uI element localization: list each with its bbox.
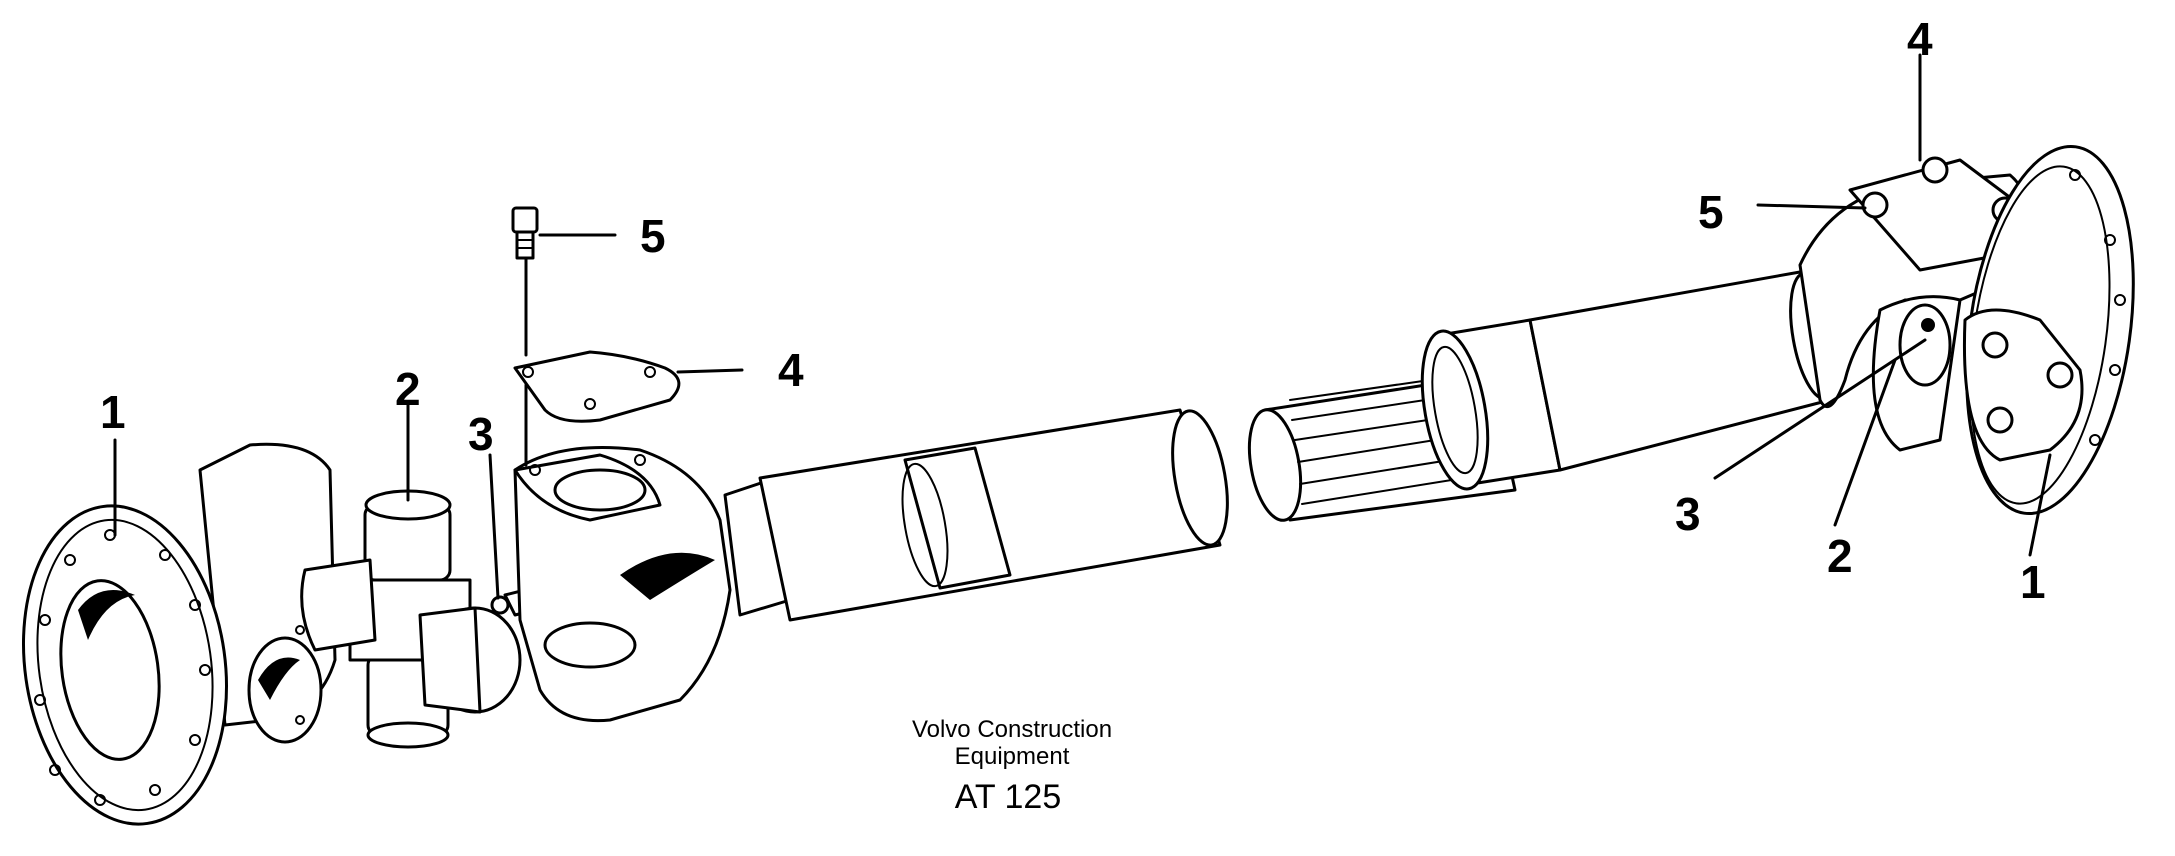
caption-company-line1: Volvo Construction	[912, 716, 1112, 743]
callout-3-right: 3	[1675, 488, 1701, 540]
left-slip-yoke	[513, 446, 792, 723]
leader-lines	[113, 53, 2052, 600]
right-flange-yoke	[1798, 144, 2135, 516]
callout-1-left: 1	[100, 386, 126, 438]
left-shaft-tube	[758, 408, 1229, 622]
left-flange-yoke	[22, 442, 337, 826]
callout-2-right: 2	[1827, 530, 1853, 582]
left-bolt	[511, 206, 539, 357]
callout-2-left: 2	[395, 363, 421, 415]
callout-1-right: 1	[2020, 556, 2046, 608]
callout-5-right: 5	[1698, 186, 1724, 238]
callout-5-left: 5	[640, 210, 666, 262]
caption-company-line2: Equipment	[955, 743, 1070, 770]
callout-3-left: 3	[468, 408, 494, 460]
caption-drawing-code: AT 125	[955, 778, 1061, 816]
right-shaft-tube	[1528, 270, 1841, 472]
left-lock-plate	[513, 350, 681, 467]
callout-4-right: 4	[1907, 13, 1933, 65]
left-spider-cross	[300, 489, 522, 749]
callout-4-left: 4	[778, 344, 804, 396]
